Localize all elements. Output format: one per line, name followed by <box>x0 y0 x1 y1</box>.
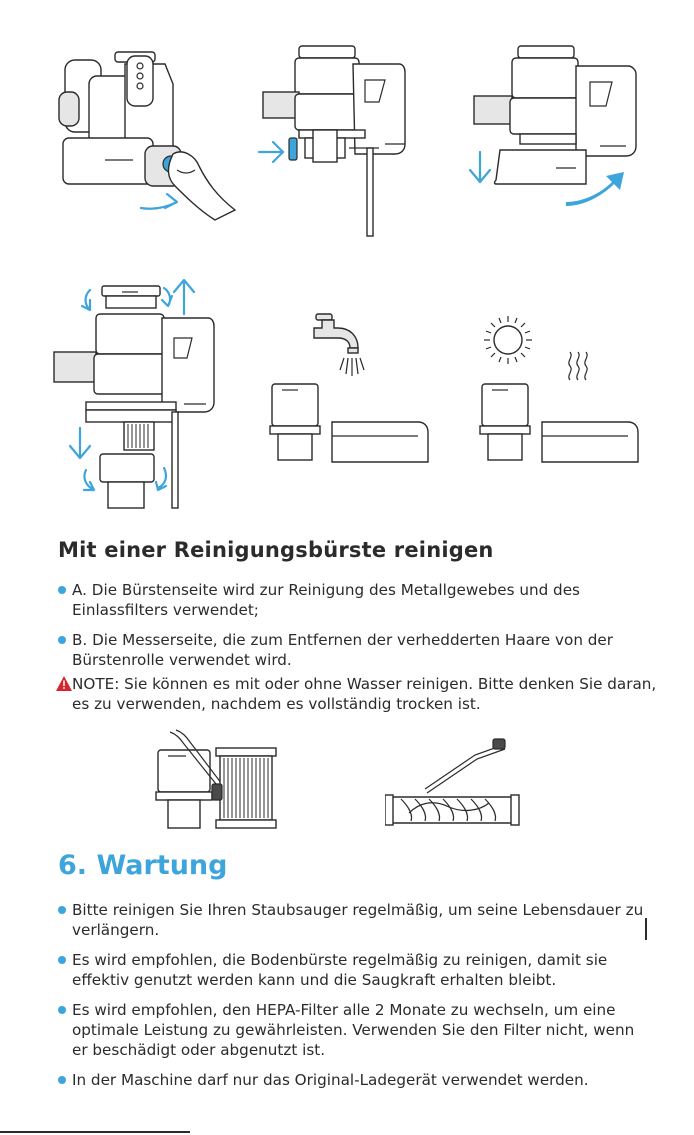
bullet-icon <box>58 1006 66 1014</box>
note-block: NOTE: Sie können es mit oder ohne Wasser… <box>56 674 662 714</box>
bullet-icon <box>58 636 66 644</box>
brush-roller-illustration <box>385 738 520 826</box>
rinse-illustration <box>269 313 429 463</box>
list-item: A. Die Bürstenseite wird zur Reinigung d… <box>58 580 648 620</box>
bottom-rule <box>0 1131 190 1133</box>
bullet-icon <box>58 1076 66 1084</box>
sun-icon <box>484 316 532 364</box>
heat-waves-icon <box>568 351 588 381</box>
page-edge-mark <box>645 918 647 940</box>
brush-instructions-list: A. Die Bürstenseite wird zur Reinigung d… <box>58 580 648 680</box>
bullet-icon <box>58 956 66 964</box>
maintenance-list: Bitte reinigen Sie Ihren Staubsauger reg… <box>58 900 648 1100</box>
bullet-icon <box>58 906 66 914</box>
brush-filter-illustration <box>155 729 277 829</box>
note-text: NOTE: Sie können es mit oder ohne Wasser… <box>72 675 657 713</box>
list-item: Es wird empfohlen, den HEPA-Filter alle … <box>58 1000 648 1060</box>
dustbin-release-illustration <box>257 45 406 237</box>
list-item: Bitte reinigen Sie Ihren Staubsauger reg… <box>58 900 648 940</box>
warning-triangle-icon <box>56 676 72 691</box>
list-item: Es wird empfohlen, die Bodenbürste regel… <box>58 950 648 990</box>
brush-section-heading: Mit einer Reinigungsbürste reinigen <box>58 538 494 562</box>
maintenance-title: 6. Wartung <box>58 850 228 881</box>
bullet-icon <box>58 586 66 594</box>
dry-illustration <box>479 316 639 463</box>
list-item: B. Die Messerseite, die zum Entfernen de… <box>58 630 648 670</box>
filter-separate-illustration <box>53 278 215 509</box>
dustbin-remove-illustration <box>468 45 637 206</box>
list-item: In der Maschine darf nur das Original-La… <box>58 1070 648 1090</box>
faucet-icon <box>313 313 365 376</box>
press-release-illustration <box>58 51 237 221</box>
